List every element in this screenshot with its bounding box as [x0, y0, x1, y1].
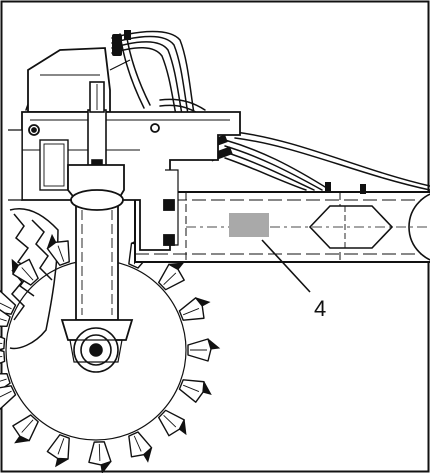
closing-wheel-arm	[60, 164, 134, 341]
callout-leader-line	[261, 239, 311, 293]
center-link	[87, 81, 107, 179]
callout-number: 4	[314, 296, 326, 321]
frame-tube	[134, 191, 430, 263]
wheel-hub	[69, 327, 123, 373]
decal-patch	[229, 213, 269, 237]
